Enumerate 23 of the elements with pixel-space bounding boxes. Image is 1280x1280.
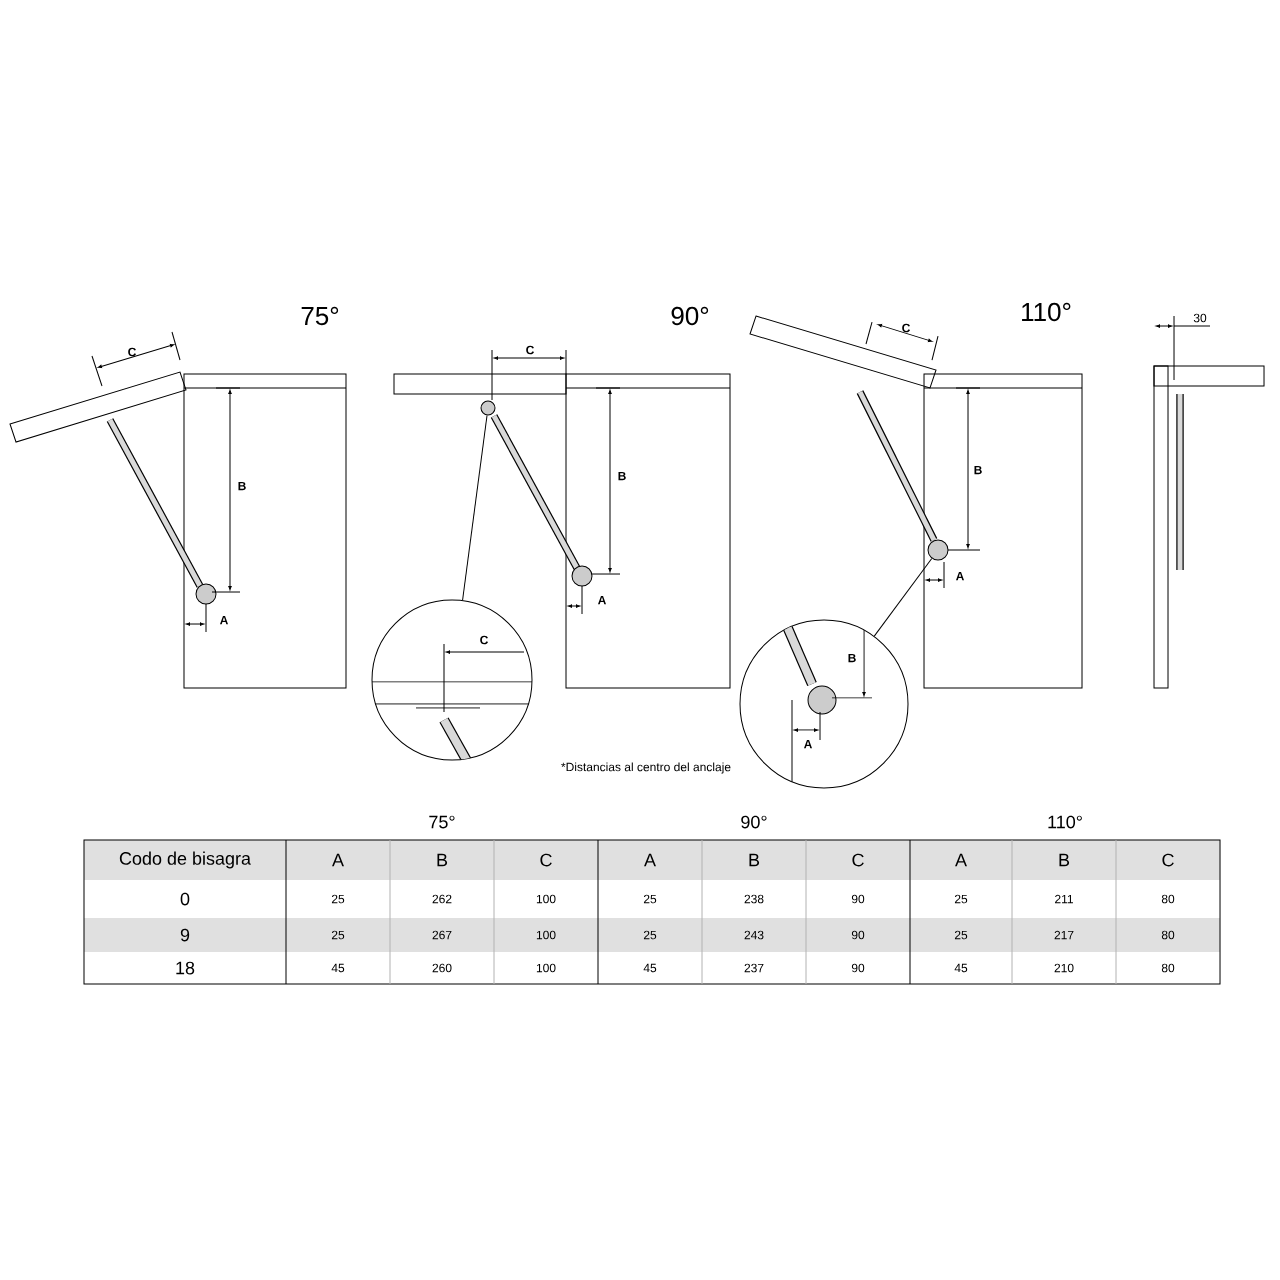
angle-title: 90° [671,306,709,326]
table-cell: 9 [180,928,190,942]
pivot-joint [480,400,496,416]
angle-title: 75° [301,306,339,326]
table-cell: B [749,853,760,867]
table-cell: C [540,853,552,867]
table-cell: A [644,853,656,867]
group-heading: 90° [741,815,767,829]
leader-line [873,557,933,637]
table-cell: B [1059,853,1070,867]
table-cell: C [1162,853,1174,867]
table-cell: C [852,853,864,867]
group-heading: 110° [1048,815,1082,829]
leader-line [462,414,488,601]
group-heading: 75° [429,815,455,829]
angle-title: 110° [1022,302,1071,322]
table-cell: A [955,853,967,867]
table-cell: A [332,853,344,867]
table-cell: Codo de bisagra [119,851,251,869]
table-cell: 18 [176,961,195,975]
table-cell: B [437,853,448,867]
pivot-joint [927,539,949,561]
table-cell: 0 [180,892,190,906]
